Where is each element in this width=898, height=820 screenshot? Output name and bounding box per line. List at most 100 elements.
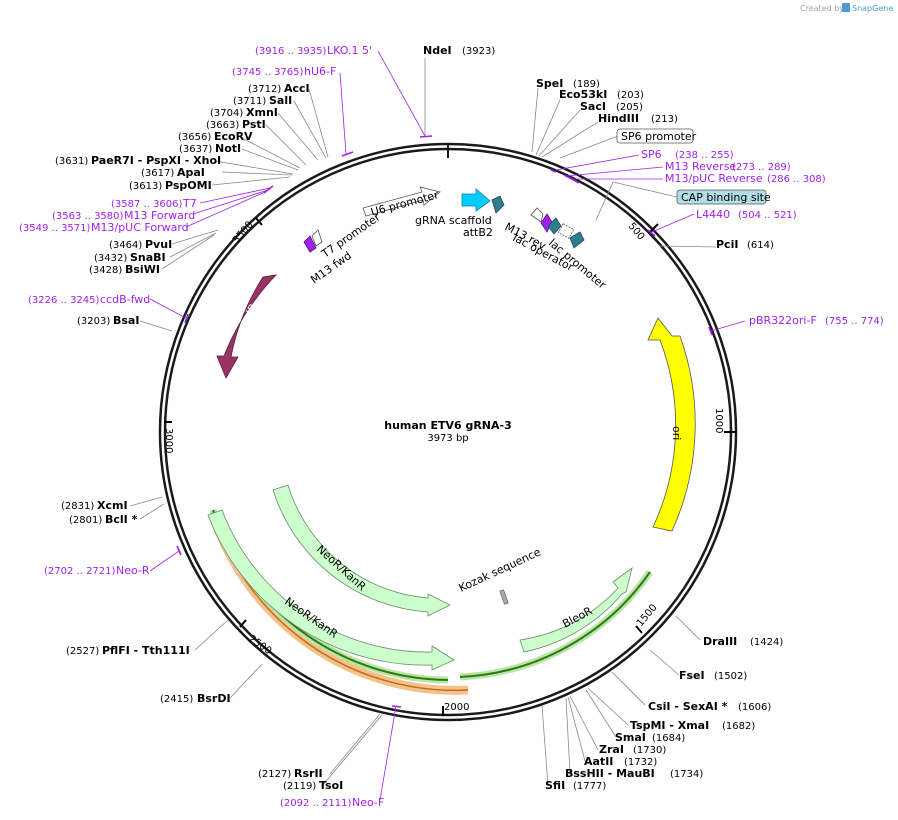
site-position-text: (2702 .. 2721) — [44, 566, 116, 577]
enzyme-tspmi-xmai[interactable]: TspMI - XmaI(1682) — [630, 719, 755, 732]
primer-lko1-5[interactable]: (3916 .. 3935)LKO.1 5' — [255, 44, 372, 57]
enzyme-zrai[interactable]: ZraI(1730) — [599, 743, 666, 756]
enzyme-pvui[interactable]: (3464)PvuI — [109, 238, 172, 251]
leader-line — [308, 88, 329, 158]
primer-mark-hu6f — [341, 151, 354, 157]
enzyme-apai[interactable]: (3617)ApaI — [141, 166, 205, 179]
primer-mark-l4440 — [647, 229, 656, 237]
primer-neo-r[interactable]: (2702 .. 2721)Neo-R — [44, 564, 150, 577]
enzyme-fsei[interactable]: FseI(1502) — [679, 669, 747, 682]
site-position-text: (203) — [617, 90, 644, 101]
enzyme-csii-sexai[interactable]: CsiI - SexAI *(1606) — [648, 700, 771, 713]
lac-operator-feature[interactable] — [547, 217, 562, 235]
leader-line — [129, 496, 163, 507]
primer-m13-forward[interactable]: (3563 .. 3580)M13 Forward — [52, 209, 195, 222]
enzyme-tsoi[interactable]: (2119)TsoI — [283, 779, 343, 792]
enzyme-hindiii[interactable]: HindIII(213) — [598, 112, 678, 125]
leader-line — [241, 148, 299, 171]
site-position-text: (2119) — [283, 781, 316, 792]
enzyme-snabi[interactable]: (3432)SnaBI — [94, 251, 166, 264]
enzyme-bsiwi[interactable]: (3428)BsiWI — [89, 263, 160, 276]
enzyme-spei[interactable]: SpeI(189) — [536, 77, 600, 90]
attb2-feature[interactable] — [491, 195, 505, 214]
tick-1500 — [635, 625, 643, 634]
enzyme-sali[interactable]: (3711)SalI — [233, 94, 292, 107]
enzyme-noti[interactable]: (3637)NotI — [179, 142, 241, 155]
site-name-text: PciI — [716, 238, 738, 251]
primer-m13-puc-reverse[interactable]: M13/pUC Reverse (286 .. 308) — [665, 172, 826, 185]
grna-scaffold-feature[interactable] — [461, 188, 491, 212]
leader-line — [194, 619, 229, 651]
t7-promoter-label: T7 promoter — [318, 210, 383, 261]
enzyme-xmni[interactable]: (3704)XmnI — [210, 106, 278, 119]
site-position-text: (2127) — [258, 769, 291, 780]
site-name-text: ZraI — [599, 743, 624, 756]
site-position-text: (3631) — [55, 156, 88, 167]
primer-hu6-f[interactable]: (3745 .. 3765)hU6-F — [232, 65, 336, 78]
site-position-text: (205) — [616, 102, 643, 113]
primer-mark-lko1 — [419, 135, 433, 138]
site-name-text: XcmI — [97, 499, 128, 512]
leader-line — [199, 187, 271, 204]
tick-label-3000: 3000 — [163, 428, 174, 453]
enzyme-pflfi-tth111i[interactable]: (2527)PflFI - Tth111I — [66, 644, 190, 657]
sp6-promoter-box[interactable] — [616, 128, 694, 144]
neor-kanr-feature-outer[interactable] — [207, 509, 455, 671]
tick-label-2000: 2000 — [444, 702, 469, 713]
enzyme-bsrdi[interactable]: (2415)BsrDI — [160, 692, 231, 705]
site-position-text: (2831) — [61, 501, 94, 512]
site-name-text: ccdB-fwd — [100, 293, 150, 306]
t7-promoter-feature[interactable] — [311, 229, 323, 247]
enzyme-saci[interactable]: SacI(205) — [580, 100, 643, 113]
primer-pbr322ori-f[interactable]: pBR322ori-F(755 .. 774) — [749, 314, 884, 327]
enzyme-sfii[interactable]: SfiI(1777) — [545, 779, 606, 792]
enzyme-xcmi[interactable]: (2831)XcmI — [61, 499, 128, 512]
enzyme-draiii[interactable]: DraIII(1424) — [703, 635, 783, 648]
primer-t7[interactable]: (3587 .. 3606)T7 — [111, 197, 197, 210]
primer-neo-f[interactable]: (2092 .. 2111)Neo-F — [280, 796, 384, 809]
neor-kanr-feature-inner[interactable] — [272, 484, 451, 617]
bleor-feature[interactable] — [519, 567, 633, 653]
lac-promoter-feature[interactable] — [569, 231, 585, 249]
cap-binding-site-box[interactable] — [676, 189, 767, 205]
site-name-text: SpeI — [536, 77, 563, 90]
leader-line — [229, 663, 263, 699]
m13-rev-feature[interactable] — [530, 207, 544, 223]
enzyme-pspomi[interactable]: (3613)PspOMI — [129, 179, 212, 192]
enzyme-ndei[interactable]: NdeI(3923) — [423, 44, 495, 57]
enzyme-aatii[interactable]: AatII(1732) — [584, 755, 657, 768]
u6-promoter-feature[interactable] — [362, 186, 441, 217]
primer-l4440[interactable]: L4440(504 .. 521) — [696, 208, 797, 221]
site-name-text: M13/pUC Reverse — [665, 172, 763, 185]
site-name-text: HindIII — [598, 112, 639, 125]
enzyme-acci[interactable]: (3712)AccI — [248, 82, 310, 95]
enzyme-eco53ki[interactable]: Eco53kI (203) — [559, 88, 644, 101]
primer-m13-puc-forward[interactable]: (3549 .. 3571)M13/pUC Forward — [19, 221, 189, 234]
leader-line — [185, 191, 266, 228]
neor-kanr-label-inner: NeoR/KanR — [314, 543, 369, 594]
enzyme-bcli[interactable]: (2801)BclI * — [69, 513, 138, 526]
kozak-feature[interactable] — [499, 589, 509, 605]
enzyme-psti[interactable]: (3663)PstI — [206, 118, 266, 131]
ori-feature[interactable] — [647, 317, 696, 532]
ccdb-feature[interactable] — [216, 274, 278, 379]
primer-m13-reverse[interactable]: M13 Reverse(273 .. 289) — [665, 160, 791, 173]
site-name-text: Eco53kI — [559, 88, 607, 101]
site-position-text: (3203) — [77, 316, 110, 327]
primer-sp6[interactable]: SP6(238 .. 255) — [641, 148, 734, 161]
enzyme-pcii[interactable]: PciI(614) — [716, 238, 774, 251]
site-position-text: (3745 .. 3765) — [232, 67, 304, 78]
site-name-text: L4440 — [696, 208, 730, 221]
site-name-text: RsrII — [294, 767, 323, 780]
primer-ccdb-fwd[interactable]: (3226 .. 3245)ccdB-fwd — [28, 293, 150, 306]
leader-line — [379, 705, 397, 801]
enzyme-smai[interactable]: SmaI(1684) — [615, 731, 685, 744]
enzyme-ecorv[interactable]: (3656)EcoRV — [178, 130, 253, 143]
enzyme-rsrii[interactable]: (2127)RsrII — [258, 767, 323, 780]
cap-site-feature[interactable] — [557, 223, 575, 239]
enzyme-bsshii-maubi[interactable]: BssHII - MauBI(1734) — [565, 767, 703, 780]
site-position-text: (286 .. 308) — [767, 174, 826, 185]
m13-fwd-feature[interactable] — [303, 235, 317, 253]
enzyme-bsai[interactable]: (3203)BsaI — [77, 314, 139, 327]
enzyme-paer7i-pspxi-xhoi[interactable]: (3631)PaeR7I - PspXI - XhoI — [55, 154, 221, 167]
